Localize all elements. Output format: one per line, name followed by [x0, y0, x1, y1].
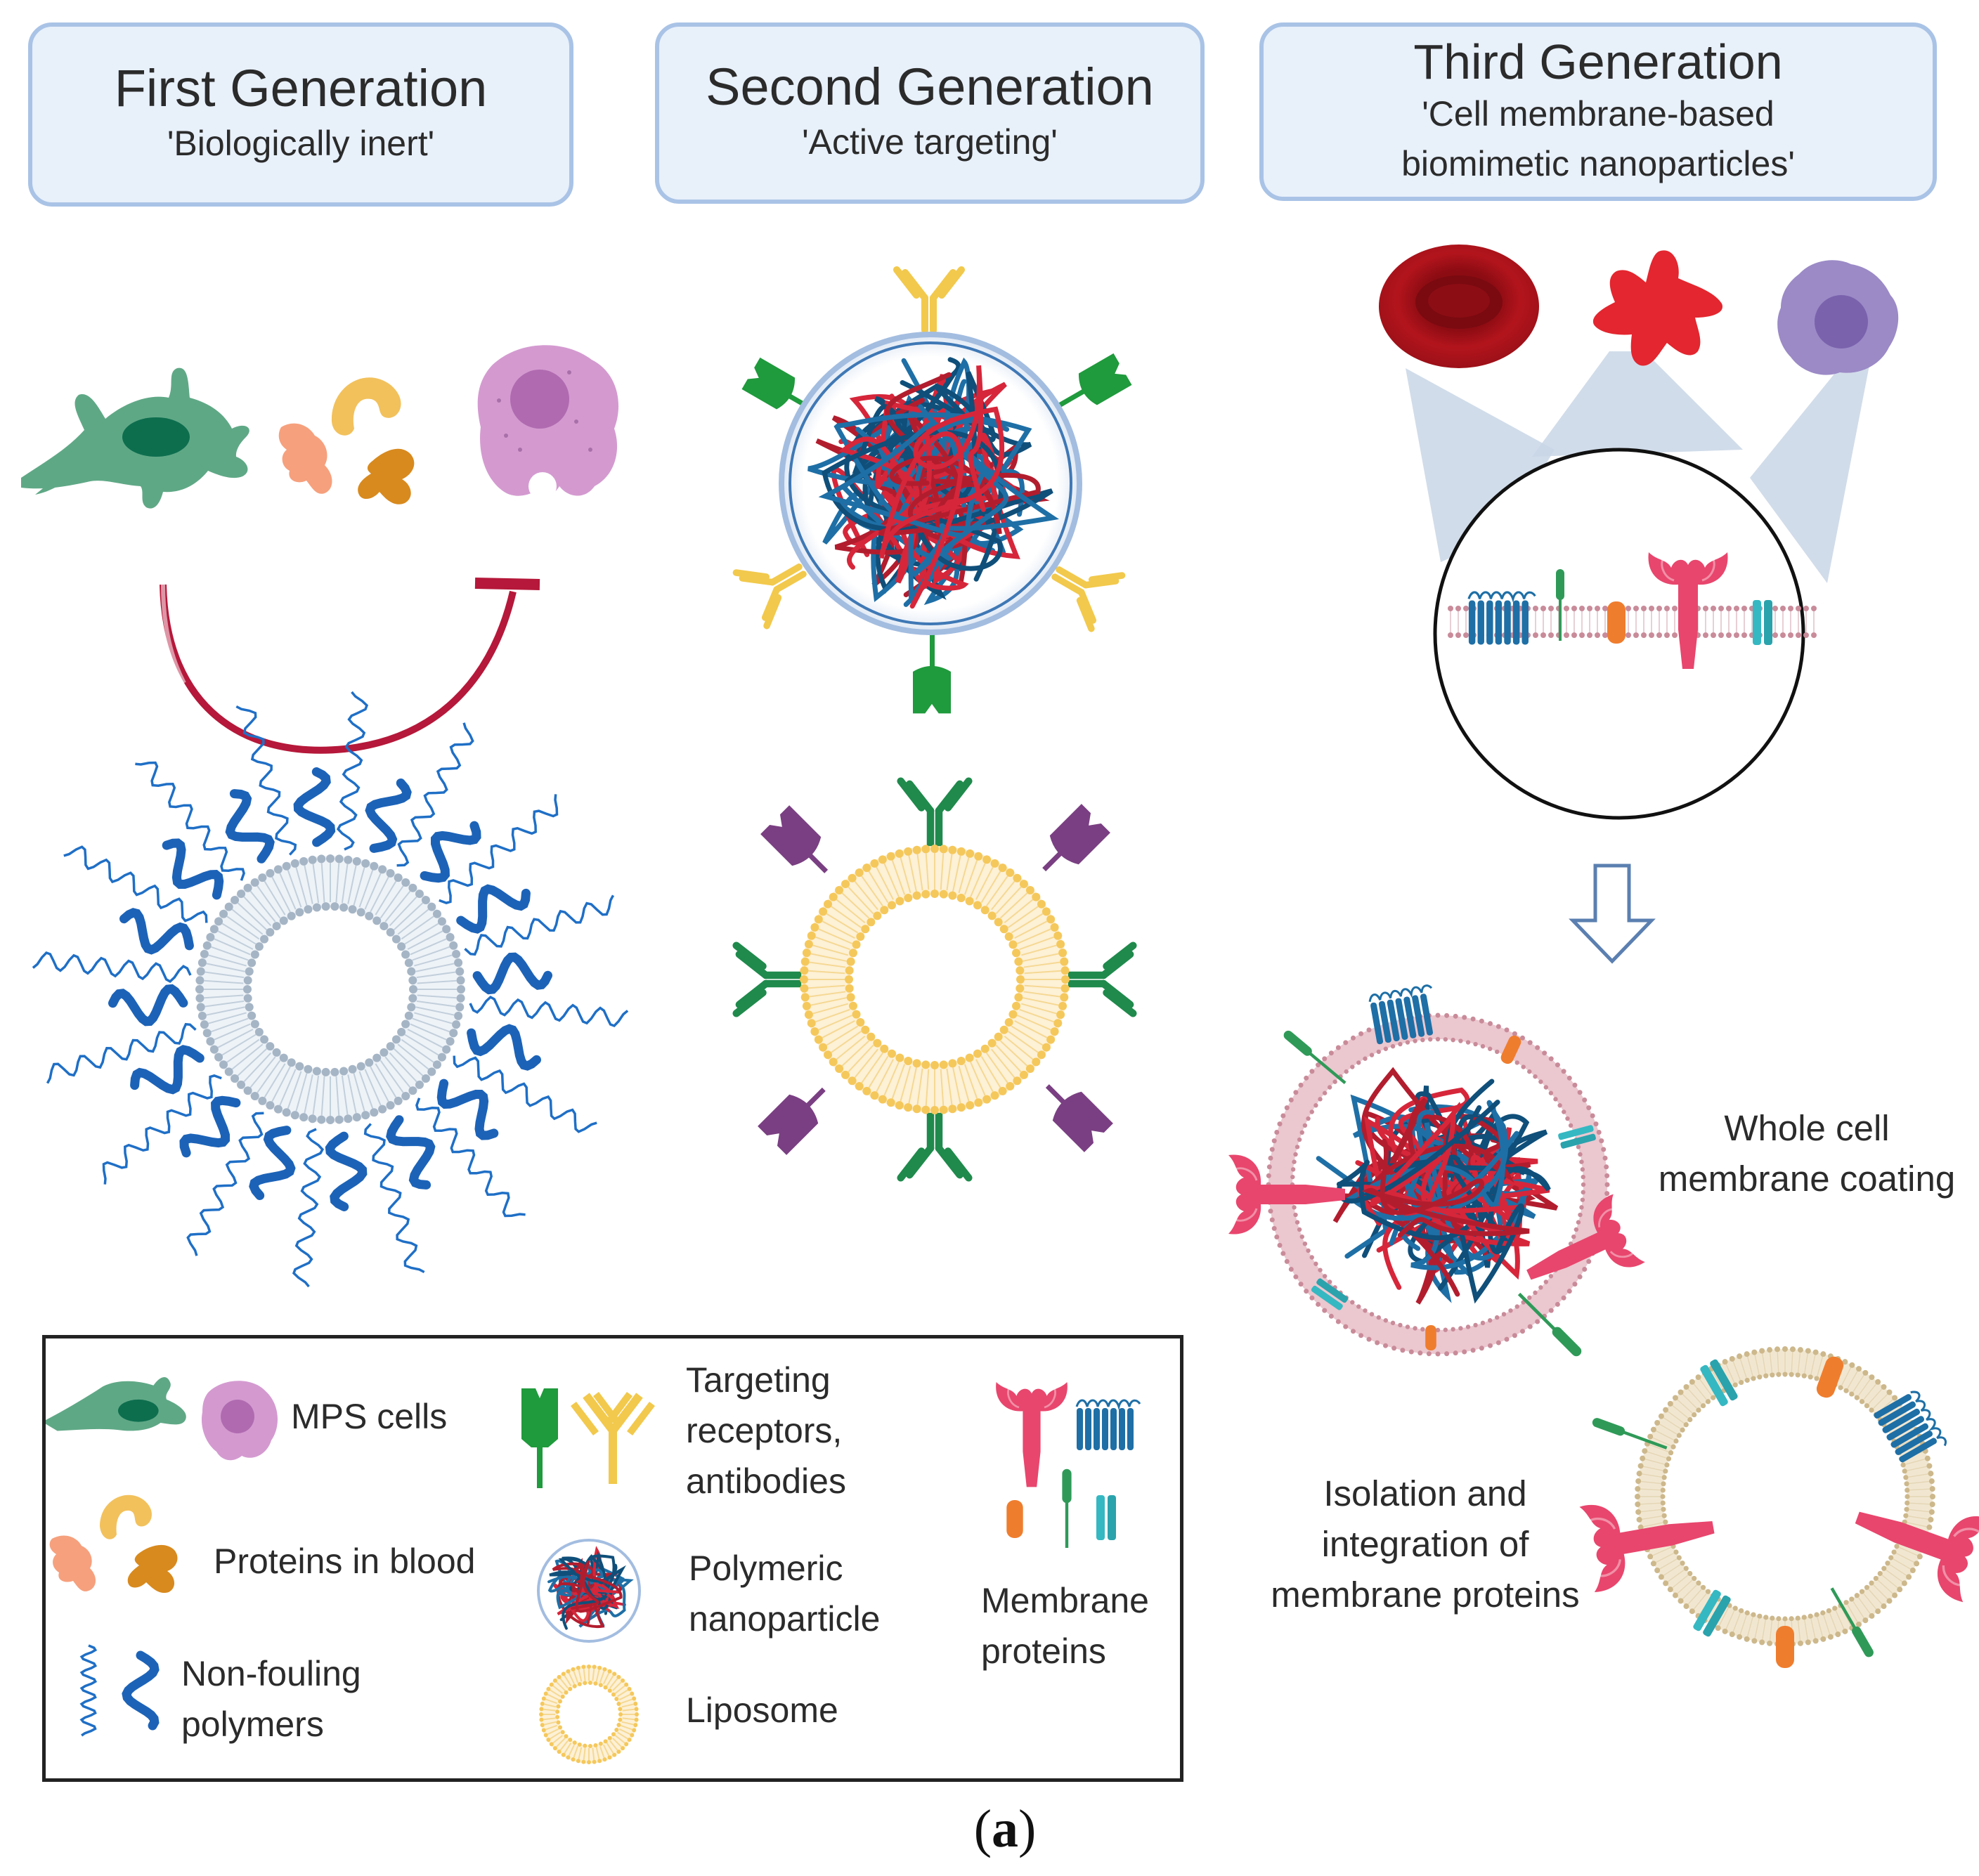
- header-title: First Generation: [114, 59, 488, 118]
- header-second-generation: Second Generation 'Active targeting': [655, 22, 1205, 204]
- caption-close: ): [1018, 1799, 1037, 1858]
- figure-caption: (a): [914, 1799, 1096, 1860]
- legend-receptor-icon: [521, 1388, 558, 1488]
- inhibition-arrow: [160, 578, 540, 754]
- leukocyte-icon: [1777, 260, 1899, 375]
- blood-protein-icon: [278, 377, 415, 504]
- header-subtitle: 'Cell membrane-based biomimetic nanopart…: [1401, 94, 1795, 184]
- legend-blood-protein-icon: [49, 1494, 178, 1594]
- down-arrow-icon: [1569, 864, 1656, 964]
- red-blood-cell-icon: [1379, 245, 1539, 368]
- legend-liposome-icon: [539, 1665, 639, 1764]
- legend-macrophage-icon: [201, 1381, 278, 1461]
- header-first-generation: First Generation 'Biologically inert': [28, 22, 573, 207]
- legend-label-targeting: Targeting receptors, antibodies: [686, 1360, 846, 1501]
- platelet-icon: [1592, 250, 1723, 366]
- legend: [42, 1335, 1183, 1782]
- header-subtitle: 'Active targeting': [802, 122, 1058, 162]
- header-third-generation: Third Generation 'Cell membrane-based bi…: [1259, 22, 1937, 201]
- targeted-polymeric-nanoparticle: [732, 266, 1132, 714]
- legend-polymeric-nanoparticle-icon: [537, 1539, 641, 1643]
- caption-letter: a: [992, 1799, 1018, 1858]
- legend-label-membrane-proteins: Membrane proteins: [981, 1581, 1149, 1671]
- legend-label-proteins-in-blood: Proteins in blood: [214, 1542, 476, 1581]
- header-title: Third Generation: [1413, 34, 1783, 89]
- whole-membrane-coated-nanoparticle: [1228, 984, 1645, 1357]
- legend-label-liposome: Liposome: [686, 1691, 838, 1730]
- targeted-liposome: [732, 777, 1137, 1182]
- legend-membrane-protein-icons: [996, 1382, 1141, 1548]
- legend-label-mps-cells: MPS cells: [291, 1397, 448, 1436]
- legend-antibody-icon: [571, 1392, 655, 1484]
- legend-label-non-fouling-polymers: Non-fouling polymers: [181, 1654, 361, 1744]
- non-fouling-liposome: [32, 691, 629, 1288]
- header-subtitle: 'Biologically inert': [167, 124, 435, 164]
- dendritic-cell-icon: [21, 367, 249, 509]
- caption-open: (: [973, 1799, 992, 1858]
- protein-integrated-vesicle: [1579, 1346, 1979, 1668]
- legend-dendritic-cell-icon: [42, 1376, 186, 1431]
- cell-membrane-bilayer: [1448, 552, 1817, 669]
- macrophage-icon: [477, 345, 619, 500]
- label-whole-cell-membrane-coating: Whole cell membrane coating: [1658, 1108, 1956, 1199]
- zoom-cone: [1406, 351, 1869, 583]
- legend-label-polymeric-nanoparticle: Polymeric nanoparticle: [689, 1549, 881, 1639]
- header-title: Second Generation: [706, 58, 1154, 117]
- label-isolation-integration: Isolation and integration of membrane pr…: [1271, 1473, 1580, 1615]
- legend-non-fouling-polymer-icon: [79, 1644, 160, 1737]
